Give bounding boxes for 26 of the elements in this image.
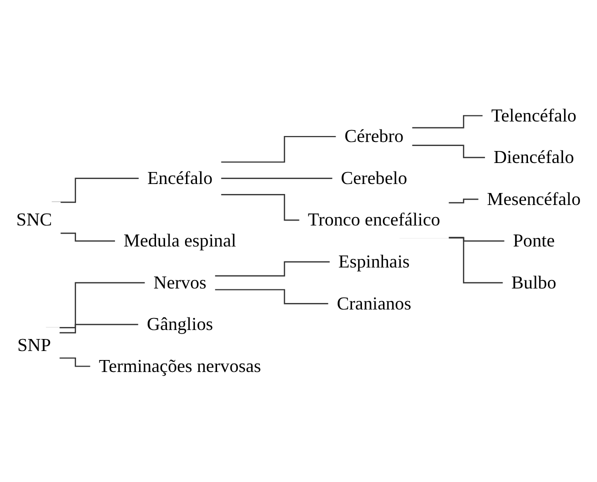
node-text: Cerebelo bbox=[340, 168, 408, 188]
node-text: Gânglios bbox=[146, 314, 214, 334]
node-text: Diencéfalo bbox=[494, 146, 574, 168]
connector bbox=[220, 194, 300, 221]
node-text: Medula espinal bbox=[124, 230, 236, 251]
connector bbox=[59, 324, 140, 334]
connector bbox=[412, 144, 486, 158]
connector bbox=[220, 136, 337, 163]
node-text: Cérebro bbox=[344, 126, 404, 146]
connector bbox=[220, 178, 334, 179]
connector bbox=[214, 289, 330, 304]
node-text: Terminações nervosas bbox=[98, 356, 262, 376]
node-text: Nervos bbox=[153, 272, 206, 292]
connector bbox=[59, 357, 92, 367]
connector bbox=[214, 261, 331, 276]
node-text: Mesencéfalo bbox=[487, 188, 581, 209]
node-text: Bulbo bbox=[511, 272, 556, 292]
node-text: Cranianos bbox=[336, 292, 412, 314]
node-text: Telencéfalo bbox=[491, 104, 576, 126]
connector bbox=[412, 115, 484, 128]
connector bbox=[448, 198, 480, 204]
connector bbox=[448, 236, 506, 242]
node-text: Espinhais bbox=[338, 251, 410, 272]
connector bbox=[60, 232, 116, 242]
node-text: Ponte bbox=[512, 230, 555, 251]
node-text: Encéfalo bbox=[147, 168, 213, 188]
